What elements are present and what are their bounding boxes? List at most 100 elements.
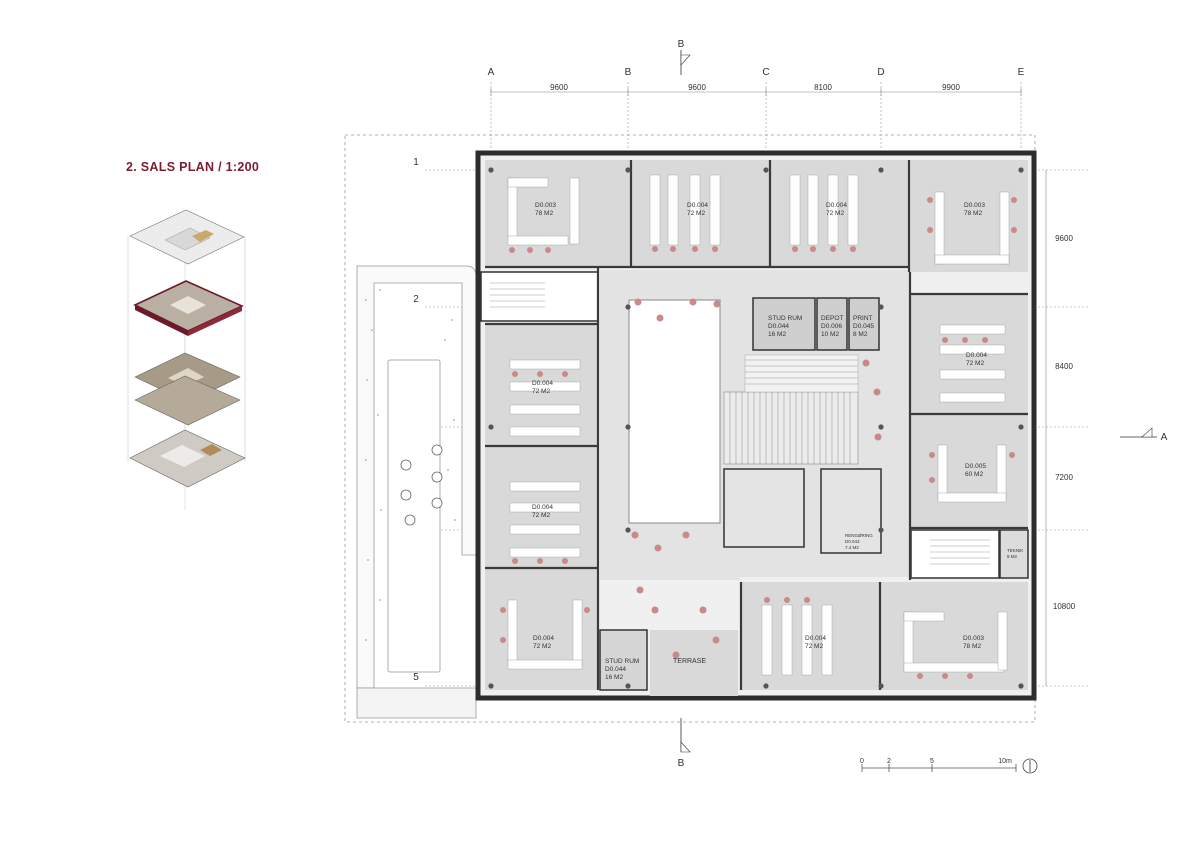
axonometric-stack — [127, 209, 246, 510]
room-area: 72 M2 — [533, 643, 551, 650]
central-stair — [723, 354, 859, 465]
terrace-label: TERRASE — [673, 658, 706, 665]
room-code: D0.004 — [532, 504, 553, 511]
section-marker-b-top: B — [678, 39, 691, 75]
room-code: D0.004 — [826, 202, 847, 209]
plan-title: 2. SALS PLAN / 1:200 — [126, 160, 260, 174]
right-dimension-line: 9600 8400 7200 10800 — [1045, 170, 1076, 686]
room-area: 78 M2 — [963, 643, 981, 650]
small-room-name: RENGØRING — [845, 533, 873, 538]
axo-roof-layer — [129, 209, 245, 265]
scale-bar: 0 2 5 10m — [860, 758, 1038, 774]
scale-tick-5: 5 — [930, 758, 934, 765]
room-code: D0.004 — [966, 352, 987, 359]
small-room-code: D0.045 — [853, 323, 874, 330]
room-area: 72 M2 — [532, 388, 550, 395]
top-dimension-line: 9600 9600 8100 9900 — [490, 83, 1022, 96]
dim-top-2: 9600 — [688, 83, 706, 92]
stair-north-west — [480, 271, 599, 322]
stair-south-east — [910, 529, 1000, 579]
room-area: 72 M2 — [826, 210, 844, 217]
dim-top-3: 8100 — [814, 83, 832, 92]
small-room-name: PRINT — [853, 315, 873, 322]
room-area: 72 M2 — [805, 643, 823, 650]
small-room-area: 16 M2 — [605, 674, 623, 681]
room-code: D0.004 — [533, 635, 554, 642]
west-planted-terrace — [356, 265, 477, 719]
grid-number-5: 5 — [413, 672, 419, 683]
room-area: 78 M2 — [535, 210, 553, 217]
corridor-lounge-furniture — [631, 298, 882, 659]
structural-columns — [488, 167, 1024, 689]
dim-top-4: 9900 — [942, 83, 960, 92]
small-room-name: STUD RUM — [605, 658, 639, 665]
axo-ground-floor-layer — [129, 429, 246, 488]
furniture-room-7 — [509, 359, 581, 437]
room-area: 72 M2 — [687, 210, 705, 217]
dim-right-1: 9600 — [1055, 234, 1073, 243]
furniture-room-4 — [927, 191, 1017, 265]
dim-right-4: 10800 — [1053, 602, 1076, 611]
room-code: D0.004 — [687, 202, 708, 209]
furniture-room-2 — [649, 174, 721, 252]
dim-right-3: 7200 — [1055, 473, 1073, 482]
room-code: D0.004 — [532, 380, 553, 387]
small-room-area: 7.4 M2 — [845, 545, 859, 550]
grid-letter-a: A — [488, 67, 495, 78]
small-room-name: TEKNIK — [1007, 548, 1023, 553]
dim-top-1: 9600 — [550, 83, 568, 92]
furniture-room-5 — [939, 324, 1006, 403]
axo-second-floor-layer — [133, 280, 244, 336]
room-area: 72 M2 — [532, 512, 550, 519]
room-area: 78 M2 — [964, 210, 982, 217]
small-room-name: DEPOT — [821, 315, 843, 322]
section-b-label-bottom: B — [678, 758, 685, 769]
furniture-room-9 — [500, 599, 590, 670]
small-room-area: 16 M2 — [768, 331, 786, 338]
section-a-label: A — [1161, 432, 1168, 443]
north-arrow-icon — [1022, 758, 1038, 774]
room-code: D0.003 — [535, 202, 556, 209]
atrium-void — [628, 299, 721, 524]
small-room-area: 10 M2 — [821, 331, 839, 338]
grid-letter-c: C — [762, 67, 769, 78]
section-marker-a: A — [1120, 427, 1168, 443]
room-labels: D0.003 78 M2 D0.004 72 M2 D0.004 72 M2 D… — [532, 202, 987, 650]
furniture-room-1 — [507, 177, 580, 253]
grid-letter-e: E — [1018, 67, 1025, 78]
furniture-room-11 — [903, 611, 1008, 679]
small-room-labels: STUD RUM D0.044 16 M2 DEPOT D0.006 10 M2… — [605, 315, 1023, 681]
room-area: 60 M2 — [965, 471, 983, 478]
furniture-room-3 — [789, 174, 859, 252]
small-room-code: D0.043 — [845, 539, 860, 544]
interior-walls — [485, 160, 1028, 690]
small-room-name: STUD RUM — [768, 315, 802, 322]
small-room-area: 8 M2 — [853, 331, 868, 338]
furniture-room-10 — [761, 597, 833, 676]
room-area: 72 M2 — [966, 360, 984, 367]
small-room-area: 8 M2 — [1007, 554, 1018, 559]
scale-tick-0: 0 — [860, 758, 864, 765]
scale-tick-2: 2 — [887, 758, 891, 765]
grid-letter-labels: A B C D E — [488, 67, 1025, 78]
scale-tick-10m: 10m — [998, 758, 1012, 765]
grid-letter-b: B — [625, 67, 632, 78]
furniture-room-8 — [509, 481, 581, 564]
roof-outline — [344, 134, 1036, 723]
room-code: D0.003 — [964, 202, 985, 209]
small-room-code: D0.006 — [821, 323, 842, 330]
dim-right-2: 8400 — [1055, 362, 1073, 371]
room-code: D0.003 — [963, 635, 984, 642]
small-room-code: D0.044 — [768, 323, 789, 330]
exterior-wall — [475, 150, 1037, 701]
small-room-code: D0.044 — [605, 666, 626, 673]
grid-lines — [425, 82, 1090, 687]
section-marker-b-bottom: B — [678, 718, 691, 769]
furniture-room-6 — [929, 444, 1015, 503]
axo-first-floor-layer — [134, 352, 241, 426]
room-code: D0.004 — [805, 635, 826, 642]
room-code: D0.005 — [965, 463, 986, 470]
grid-number-1: 1 — [413, 157, 419, 168]
grid-number-2: 2 — [413, 294, 419, 305]
section-b-label-top: B — [678, 39, 685, 50]
